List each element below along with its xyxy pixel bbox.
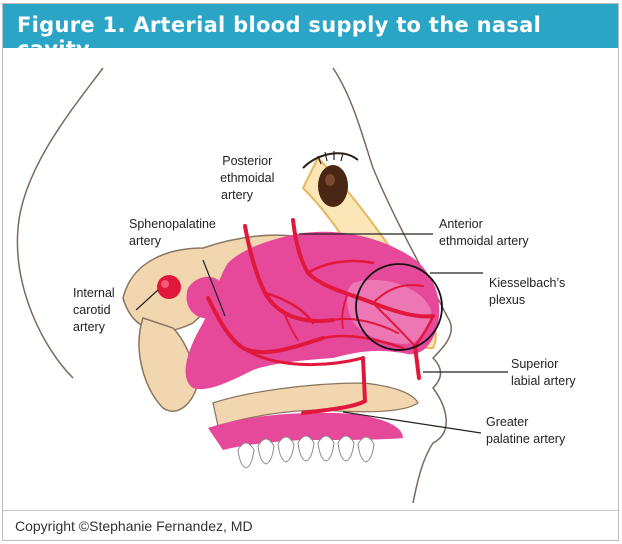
label-kiesselbach: Kiesselbach’s plexus [489,276,569,307]
figure-frame: Figure 1. Arterial blood supply to the n… [2,3,619,541]
figure-header: Figure 1. Arterial blood supply to the n… [3,4,618,48]
label-greater-palatine: Greater palatine artery [486,415,566,446]
label-superior-labial: Superior labial artery [511,357,576,388]
copyright-text: Copyright ©Stephanie Fernandez, MD [15,518,253,534]
label-anterior-ethmoidal: Anterior ethmoidal artery [439,217,529,248]
nasal-cavity-diagram: Posterior ethmoidal artery Sphenopalatin… [3,48,618,508]
label-sphenopalatine: Sphenopalatine artery [129,217,219,248]
internal-carotid-artery-node [157,275,181,299]
label-internal-carotid: Internal carotid artery [73,286,118,334]
label-posterior-ethmoidal: Posterior ethmoidal artery [220,154,278,202]
footer-divider [3,510,618,511]
